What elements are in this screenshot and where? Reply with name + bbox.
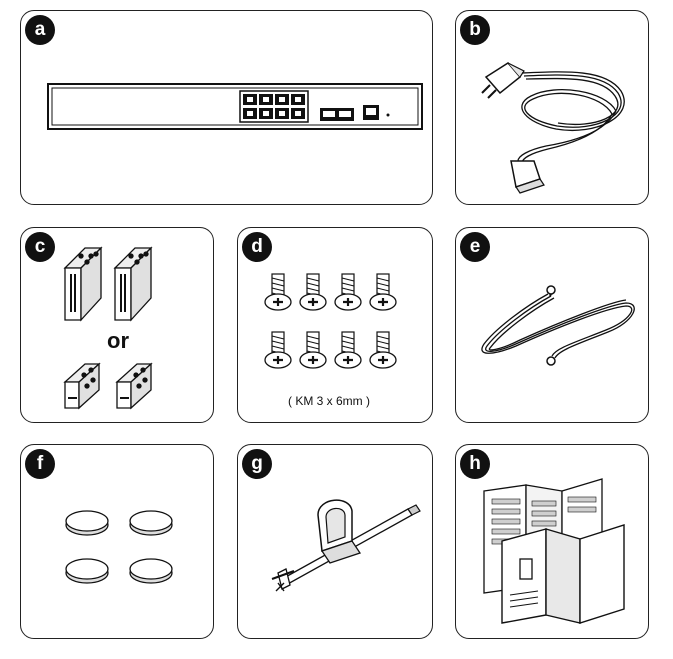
power-cord-illustration <box>481 62 625 194</box>
panel-e: e <box>455 227 649 423</box>
screw-spec-label: ( KM 3 x 6mm ) <box>288 394 371 408</box>
panel-b: b <box>455 10 649 205</box>
user-manual-illustration <box>483 478 625 624</box>
switch-unit-illustration <box>47 83 423 130</box>
panel-f-badge: f <box>25 449 55 479</box>
cable-clip-illustration <box>271 499 421 592</box>
panel-b-badge: b <box>460 15 490 45</box>
panel-g-badge: g <box>242 449 272 479</box>
panel-g: g <box>237 444 433 639</box>
panel-h-badge: h <box>460 449 490 479</box>
panel-h: h <box>455 444 649 639</box>
panel-c: c <box>20 227 214 423</box>
panel-d: d ( KM 3 x 6mm ) <box>237 227 433 423</box>
or-label: or <box>107 328 129 353</box>
panel-e-badge: e <box>460 232 490 262</box>
rack-brackets-illustration <box>63 246 153 410</box>
panel-a-badge: a <box>25 15 55 45</box>
panel-f: f <box>20 444 214 639</box>
panel-a: a <box>20 10 433 205</box>
rubber-feet-illustration <box>65 510 173 584</box>
panel-c-badge: c <box>25 232 55 262</box>
grounding-cable-illustration <box>481 285 635 366</box>
panel-d-badge: d <box>242 232 272 262</box>
